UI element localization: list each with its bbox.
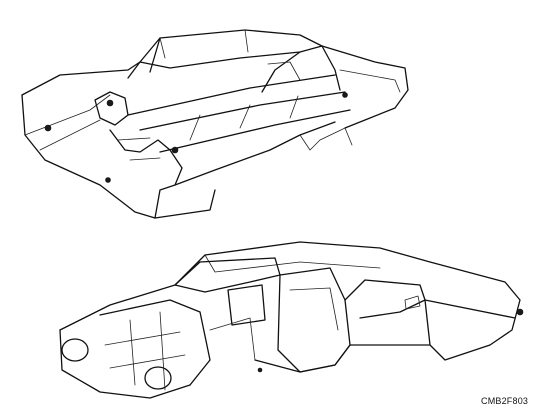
underbody-frame-drawing: [21, 29, 409, 219]
figure-code: CMB2F803: [481, 396, 529, 406]
body-shell-drawing: [59, 241, 524, 399]
